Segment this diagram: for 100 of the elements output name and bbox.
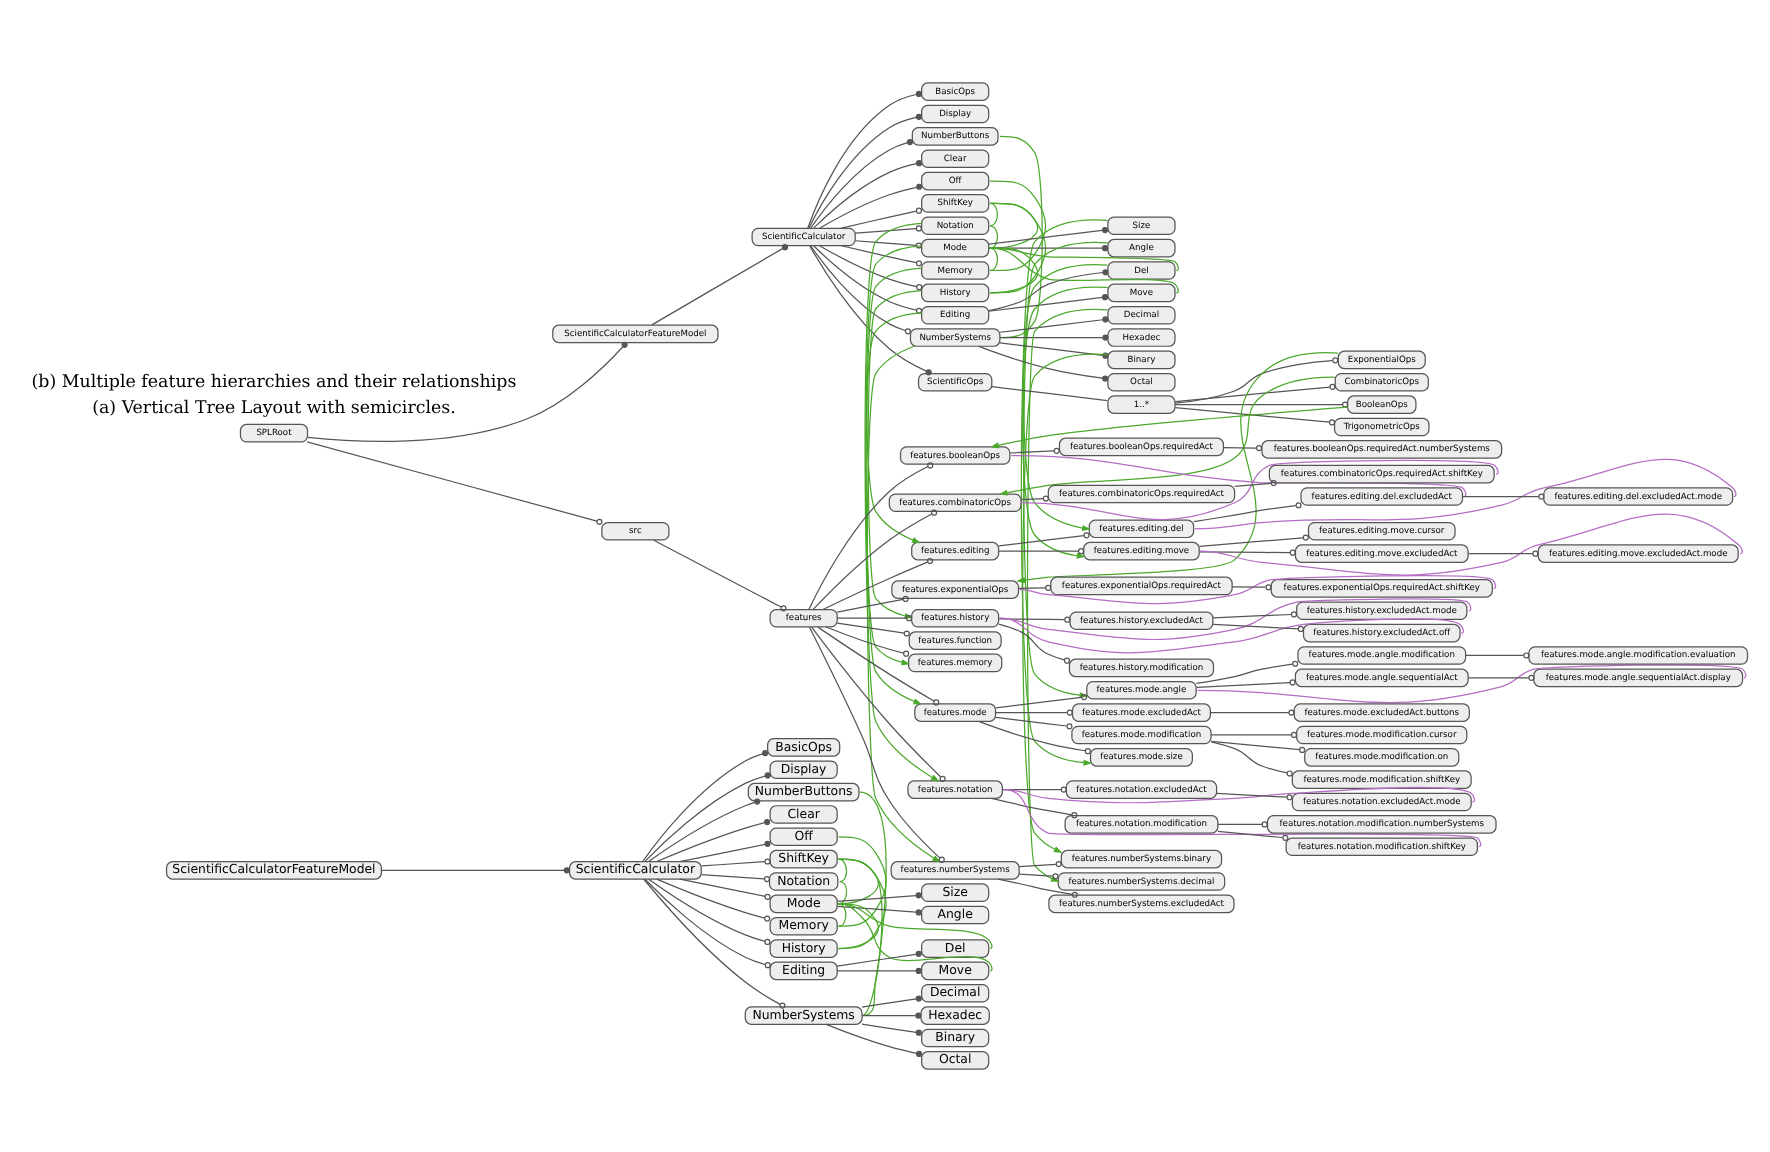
connector <box>1231 584 1272 591</box>
connector <box>1234 480 1277 487</box>
connector <box>656 819 771 863</box>
connector <box>1467 674 1535 681</box>
connector <box>808 462 934 611</box>
connector <box>1199 534 1309 548</box>
connector <box>642 750 769 862</box>
connector <box>999 342 1109 359</box>
connector <box>989 202 1039 249</box>
connector <box>643 878 786 1009</box>
connector <box>989 247 1179 272</box>
connector <box>997 878 1078 898</box>
connector <box>644 878 771 969</box>
connector <box>808 113 923 229</box>
connector <box>995 709 1073 716</box>
connector <box>1195 660 1299 684</box>
arrow <box>866 312 923 544</box>
connector <box>836 967 922 975</box>
connector <box>837 903 847 927</box>
connector <box>998 548 1085 555</box>
connector <box>817 626 940 706</box>
connector <box>648 878 771 946</box>
connector <box>1193 502 1302 523</box>
arrow <box>864 222 940 782</box>
connector <box>861 1012 922 1019</box>
connector <box>1174 401 1349 408</box>
connector <box>837 903 879 950</box>
connector <box>307 341 628 442</box>
connector <box>999 334 1109 341</box>
connector <box>989 247 1039 294</box>
connector <box>380 867 570 874</box>
connector <box>999 316 1109 333</box>
connector <box>812 509 938 610</box>
connector <box>1174 407 1336 426</box>
connector <box>854 240 922 249</box>
connector <box>819 183 923 229</box>
connector <box>808 626 945 863</box>
connector <box>998 623 1071 664</box>
arrow <box>1022 353 1109 853</box>
connector <box>1216 792 1293 801</box>
connector <box>978 345 1109 382</box>
connector <box>810 245 911 335</box>
connector <box>1210 731 1298 739</box>
arrow <box>1020 219 1109 766</box>
connector <box>653 539 787 612</box>
connector <box>1174 383 1336 403</box>
connector <box>837 880 848 905</box>
connector <box>1217 821 1268 828</box>
connector <box>1209 709 1295 716</box>
connector <box>1196 679 1296 689</box>
connector <box>836 615 913 622</box>
connector <box>998 532 1090 547</box>
connector <box>836 905 922 916</box>
arrow <box>990 406 1349 449</box>
connector <box>989 180 1047 272</box>
connector <box>1003 786 1476 804</box>
connector <box>837 858 879 905</box>
arrow <box>998 376 1336 496</box>
connector <box>989 247 1179 294</box>
connector <box>1018 873 1059 880</box>
connector <box>651 244 789 326</box>
connector <box>679 878 771 900</box>
connector <box>978 720 1091 755</box>
connector <box>1465 652 1530 659</box>
connector <box>988 226 1109 245</box>
arrow <box>866 345 941 863</box>
connector <box>989 202 1047 294</box>
connector <box>988 245 1109 252</box>
connector <box>837 836 887 927</box>
connector <box>840 245 923 267</box>
connector <box>836 595 909 613</box>
connector <box>679 840 771 863</box>
connector <box>656 878 771 922</box>
connector <box>988 294 1109 312</box>
arrow <box>1021 286 1109 559</box>
connector <box>809 245 932 376</box>
connector <box>1210 740 1306 754</box>
connector <box>1009 447 1060 454</box>
connector <box>1174 357 1339 404</box>
connector <box>861 995 922 1008</box>
connector <box>1217 830 1289 841</box>
connector <box>807 90 923 229</box>
connector <box>989 202 998 227</box>
connector <box>1222 444 1263 452</box>
connector <box>306 441 603 525</box>
connector <box>836 892 922 903</box>
connector <box>837 858 848 883</box>
connector <box>825 1023 923 1057</box>
connector <box>861 1023 922 1036</box>
connector <box>998 616 1071 623</box>
connector <box>825 626 910 657</box>
connector <box>995 716 1073 730</box>
connector <box>837 858 883 1017</box>
connector <box>989 247 998 272</box>
connector <box>837 858 887 950</box>
connector <box>988 269 1109 312</box>
connector <box>644 772 771 862</box>
label: (b) Multiple feature hierarchies and their relationships <box>31 372 517 393</box>
connector <box>1018 861 1062 868</box>
connector <box>1020 495 1049 502</box>
